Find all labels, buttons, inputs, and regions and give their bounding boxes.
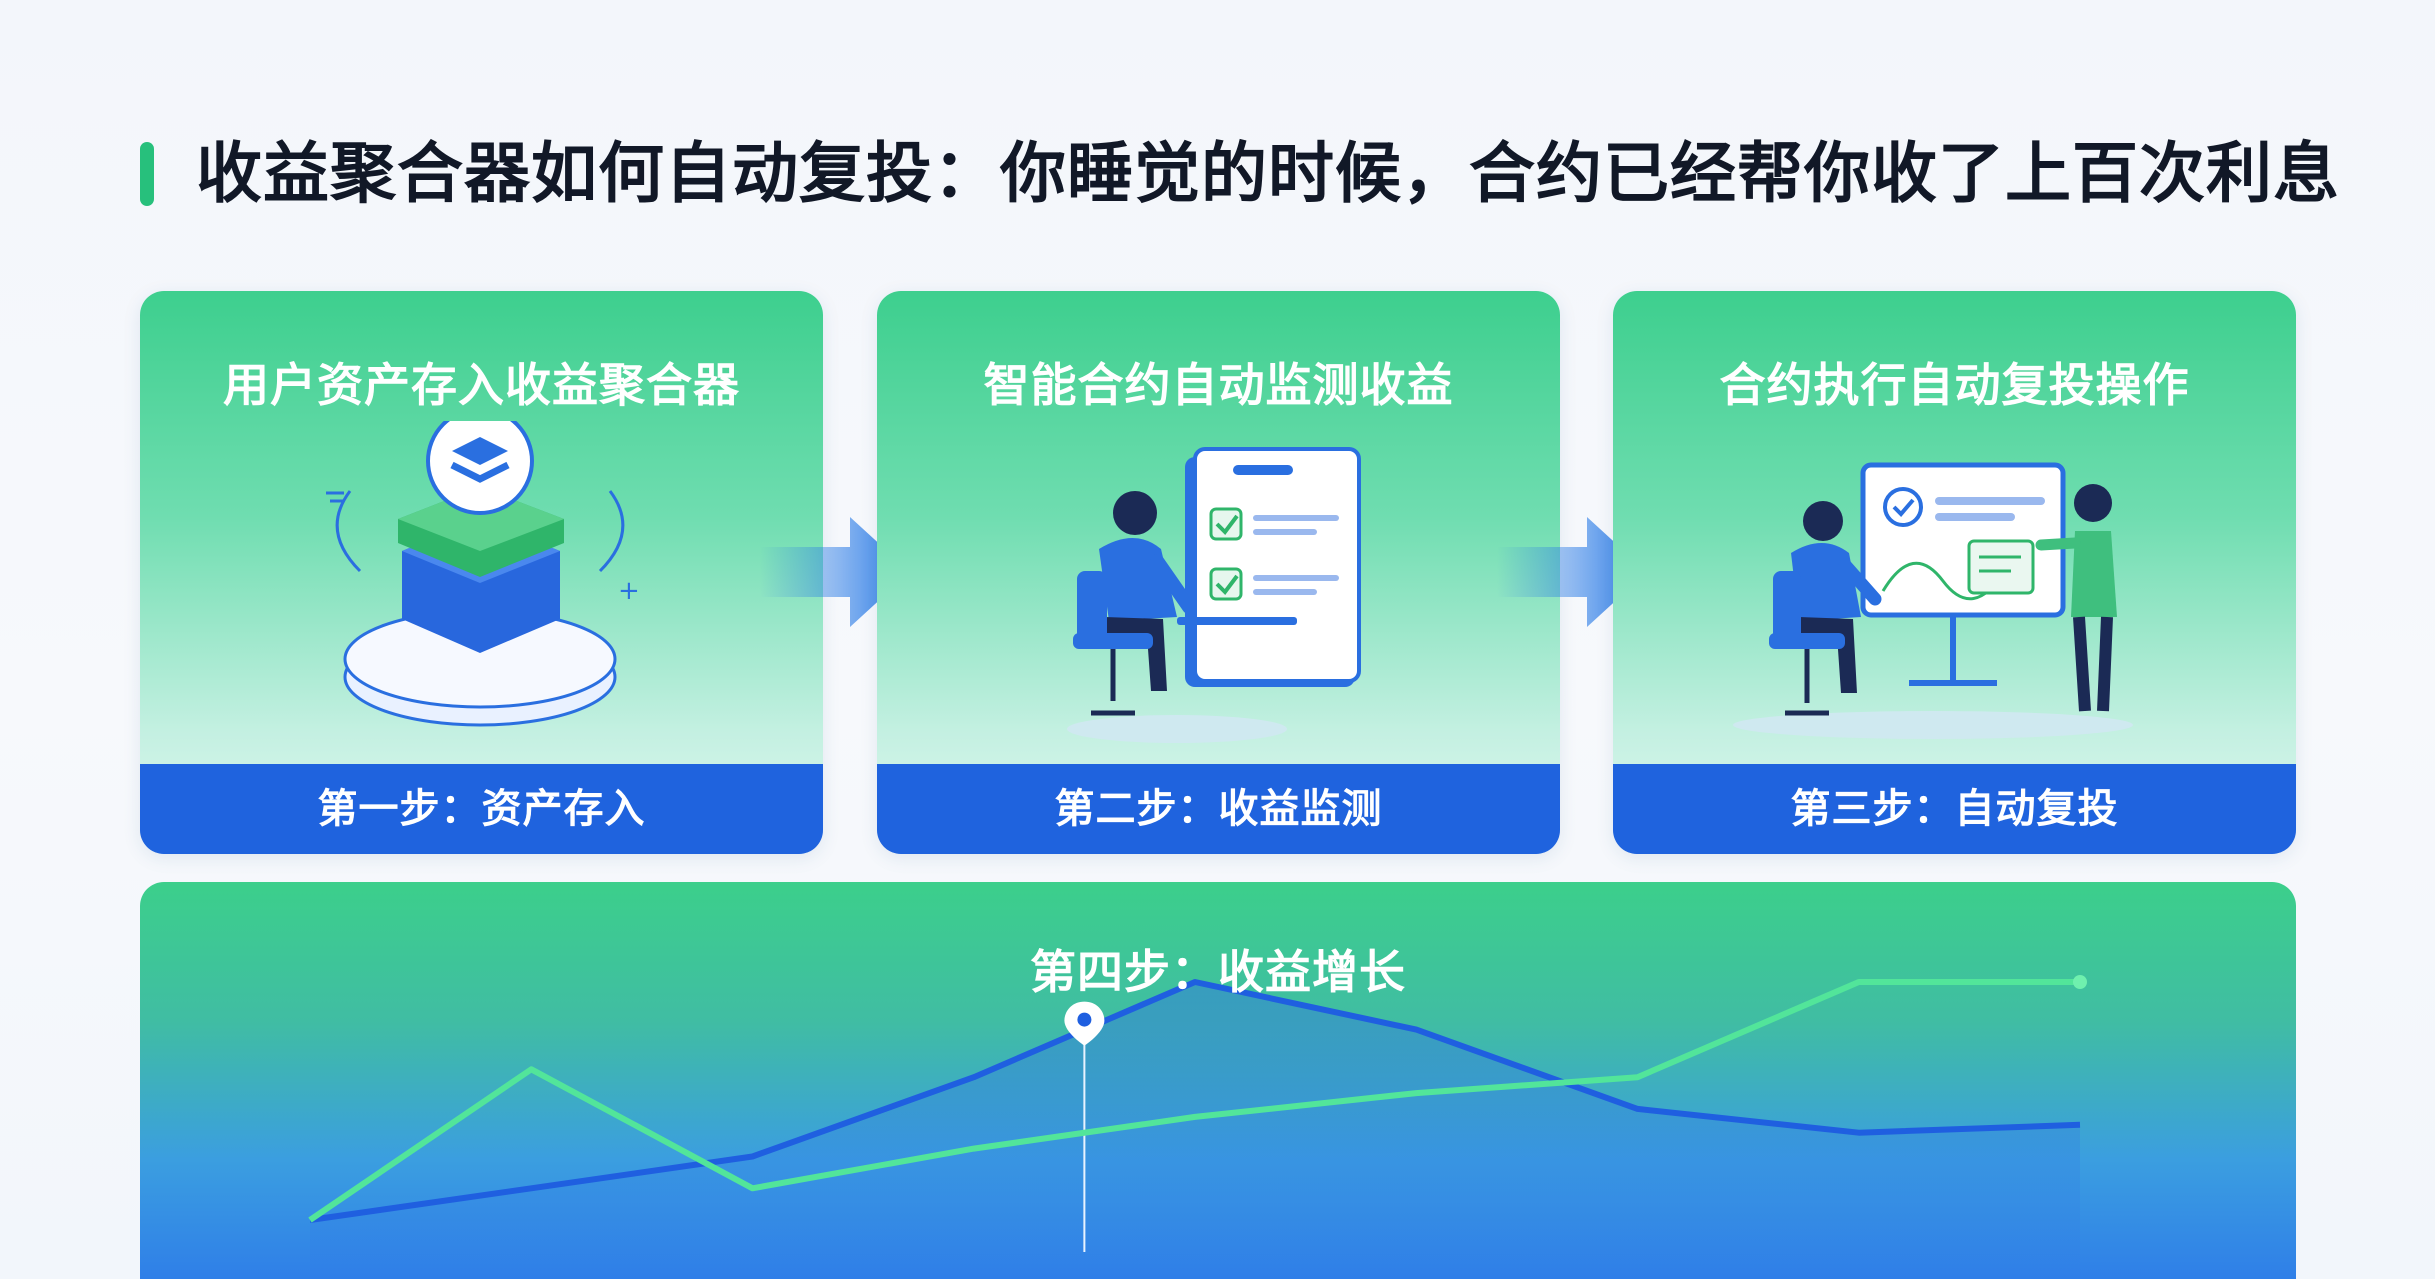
location-pin-icon: [1064, 1001, 1105, 1046]
title-accent-bar: [140, 142, 154, 206]
reinvest-illustration: [1733, 462, 2133, 739]
monitoring-illustration: [1067, 447, 1361, 743]
step-4-label: 第四步：收益增长: [1030, 945, 1406, 999]
svg-text:+: +: [618, 576, 640, 606]
series-end-point: [2073, 975, 2087, 989]
page-title: 收益聚合器如何自动复投：你睡觉的时候，合约已经帮你收了上百次利息: [196, 135, 2340, 212]
asset-deposit-illustration: +: [326, 421, 640, 727]
step-card-1: 用户资产存入收益聚合器 + 第一步：资产存入: [140, 291, 823, 854]
growth-panel: 第四步：收益增长: [140, 882, 2296, 1279]
step-1-heading: 用户资产存入收益聚合器: [223, 358, 740, 412]
step-3-label: 第三步：自动复投: [1613, 764, 2296, 854]
arrow-right-icon: [1497, 517, 1647, 627]
series-line-blue: [309, 979, 2081, 1223]
step-1-label: 第一步：资产存入: [140, 764, 823, 854]
arrow-right-icon: [760, 517, 910, 627]
series-line-green: [308, 979, 2080, 1223]
step-3-heading: 合约执行自动复投操作: [1719, 358, 2190, 412]
step-card-3: 合约执行自动复投操作 第三步：自动复投: [1613, 291, 2296, 854]
series-area-blue: [310, 982, 2080, 1279]
growth-line-chart: [308, 975, 2087, 1279]
step-2-heading: 智能合约自动监测收益: [983, 358, 1454, 412]
step-card-2: 智能合约自动监测收益 第二步：收益监测: [877, 291, 1560, 854]
step-2-label: 第二步：收益监测: [877, 764, 1560, 854]
